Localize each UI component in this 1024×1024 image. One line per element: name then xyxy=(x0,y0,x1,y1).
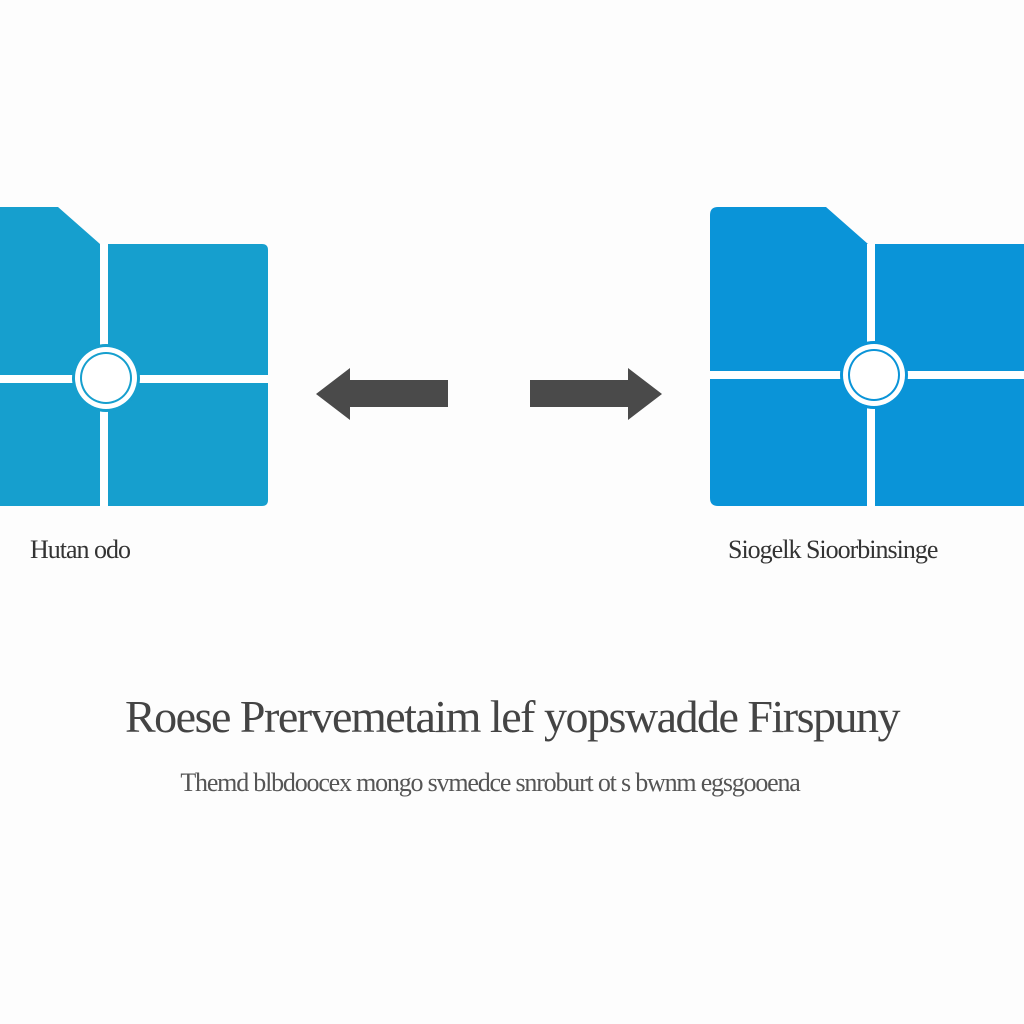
bidirectional-arrow-icon xyxy=(316,368,662,420)
subline: Themd blbdoocex mongo svmedce snroburt o… xyxy=(180,768,800,797)
left-node-label: Hutan odo xyxy=(30,535,131,564)
left-folder-icon xyxy=(0,207,268,506)
left-arrow-icon xyxy=(316,368,448,420)
right-node-label: Siogelk Sioorbinsinge xyxy=(728,535,938,564)
right-arrow-icon xyxy=(530,368,662,420)
right-folder-icon xyxy=(710,207,1024,506)
headline: Roese Prervemetaim lef yopswadde Firspun… xyxy=(125,691,900,742)
